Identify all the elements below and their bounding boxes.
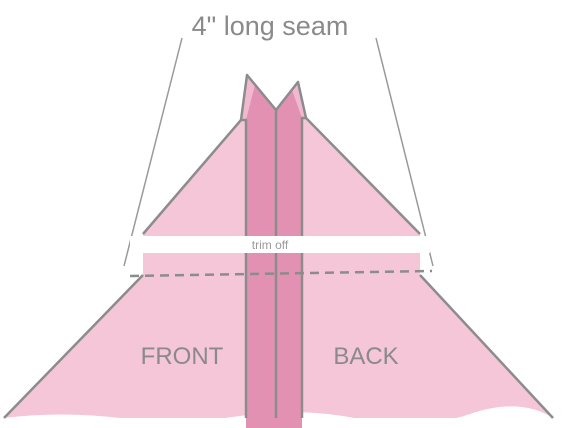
seam-length-label: 4" long seam (192, 11, 349, 41)
seam-allowance-right (276, 82, 302, 428)
trim-off-label: trim off (252, 238, 289, 252)
back-label: BACK (333, 343, 398, 370)
front-label: FRONT (141, 343, 224, 370)
